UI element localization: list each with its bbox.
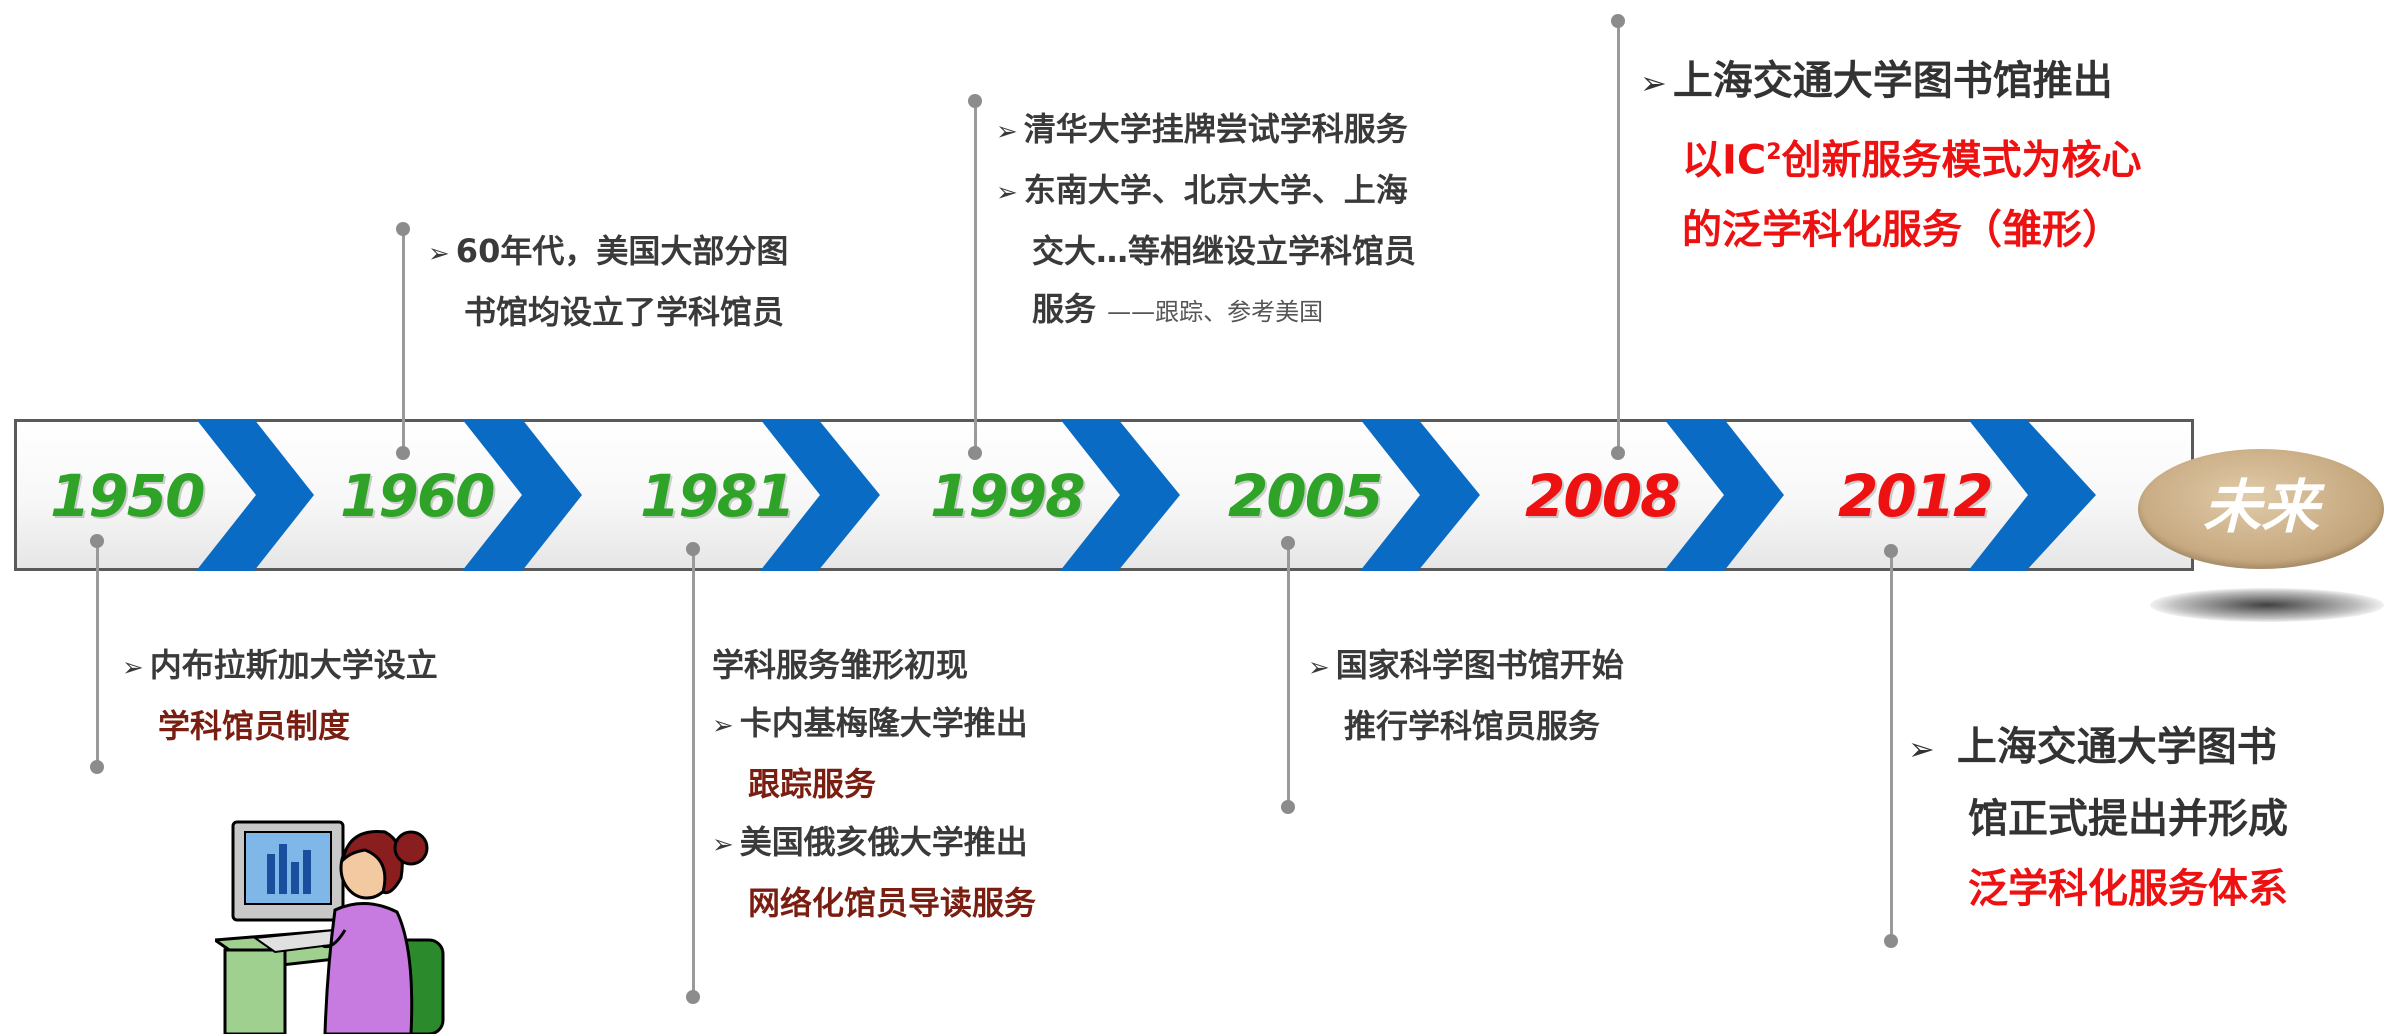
- arrow-bullet-icon: ➢: [122, 653, 144, 683]
- connector-dot-2005-top: [1281, 536, 1295, 550]
- connector-dot-1981-top: [686, 542, 700, 556]
- event-2012-line1: ➢上海交通大学图书: [1908, 724, 2277, 770]
- connector-line-2012: [1890, 550, 1893, 940]
- arrow-bullet-icon: ➢: [712, 830, 734, 860]
- arrow-bullet-icon: ➢: [1308, 653, 1330, 683]
- connector-dot-1960-bottom: [396, 446, 410, 460]
- event-1998-note: ——跟踪、参考美国: [1107, 298, 1324, 326]
- event-2005-line2: 推行学科馆员服务: [1344, 707, 1601, 745]
- arrow-bullet-icon: ➢: [996, 117, 1018, 147]
- event-1981-item2: ➢美国俄亥俄大学推出: [712, 823, 1028, 861]
- connector-dot-1950-top: [90, 534, 104, 548]
- event-1981-item2-line2: 网络化馆员导读服务: [748, 884, 1037, 922]
- arrow-bullet-icon: ➢: [428, 239, 450, 269]
- year-1981: 1981: [640, 462, 795, 530]
- event-1998-item1: ➢清华大学挂牌尝试学科服务: [996, 110, 1408, 148]
- event-2012-line3: 泛学科化服务体系: [1968, 866, 2288, 912]
- arrow-bullet-icon: ➢: [712, 711, 734, 741]
- event-2008-line2: 以IC2创新服务模式为核心: [1682, 137, 2142, 184]
- year-2005: 2005: [1228, 462, 1383, 530]
- chevron-arrow-5: [1360, 419, 1480, 571]
- connector-dot-1998-bottom: [968, 446, 982, 460]
- arrow-bullet-icon: ➢: [1908, 730, 1935, 768]
- arrow-bullet-icon: ➢: [996, 178, 1018, 208]
- event-2005: ➢国家科学图书馆开始 推行学科馆员服务: [1308, 636, 1624, 755]
- connector-dot-2008-top: [1611, 14, 1625, 28]
- year-1998: 1998: [930, 462, 1085, 530]
- chevron-arrow-6: [1664, 419, 1784, 571]
- connector-dot-2012-bottom: [1884, 934, 1898, 948]
- event-1998: ➢清华大学挂牌尝试学科服务 ➢东南大学、北京大学、上海 交大…等相继设立学科馆员…: [996, 100, 1416, 341]
- event-1960-line2: 书馆均设立了学科馆员: [464, 293, 785, 331]
- connector-dot-2008-bottom: [1611, 446, 1625, 460]
- event-2012: ➢上海交通大学图书 馆正式提出并形成 泛学科化服务体系: [1908, 712, 2288, 924]
- event-1981-item1: ➢卡内基梅隆大学推出: [712, 704, 1028, 742]
- connector-dot-1981-bottom: [686, 990, 700, 1004]
- event-2008-line1: ➢上海交通大学图书馆推出: [1640, 58, 2113, 104]
- chevron-arrow-3: [760, 419, 880, 571]
- connector-dot-2012-top: [1884, 544, 1898, 558]
- event-2005-line1: ➢国家科学图书馆开始: [1308, 646, 1624, 684]
- future-oval: 未来: [2138, 449, 2384, 569]
- chevron-arrow-4: [1060, 419, 1180, 571]
- event-2008-line3: 的泛学科化服务（雏形）: [1682, 207, 2122, 254]
- event-1981: 学科服务雏形初现 ➢卡内基梅隆大学推出 跟踪服务 ➢美国俄亥俄大学推出 网络化馆…: [712, 636, 1036, 932]
- event-1998-item2: ➢东南大学、北京大学、上海: [996, 171, 1408, 209]
- year-2008: 2008: [1525, 462, 1680, 530]
- woman-at-computer-icon: [215, 820, 445, 1034]
- chevron-arrow-7: [1968, 419, 2096, 571]
- connector-line-1950: [96, 540, 99, 766]
- event-2012-line2: 馆正式提出并形成: [1968, 796, 2288, 842]
- connector-dot-2005-bottom: [1281, 800, 1295, 814]
- event-1960: ➢60年代，美国大部分图 书馆均设立了学科馆员: [428, 222, 788, 341]
- chevron-arrow-2: [462, 419, 582, 571]
- chevron-arrow-1: [196, 419, 314, 571]
- future-label: 未来: [2202, 473, 2319, 541]
- event-1950: ➢内布拉斯加大学设立 学科馆员制度: [122, 636, 438, 755]
- connector-line-1960: [402, 228, 405, 452]
- future-shadow: [2150, 588, 2384, 622]
- event-1981-intro: 学科服务雏形初现: [712, 646, 969, 684]
- event-1998-item2-line2: 交大…等相继设立学科馆员: [1032, 232, 1417, 270]
- year-2012: 2012: [1838, 462, 1993, 530]
- event-1950-line2: 学科馆员制度: [158, 707, 351, 745]
- year-1950: 1950: [50, 462, 205, 530]
- event-1981-item1-line2: 跟踪服务: [748, 765, 877, 803]
- event-1950-line1: ➢内布拉斯加大学设立: [122, 646, 438, 684]
- year-1960: 1960: [340, 462, 495, 530]
- connector-line-2008: [1617, 20, 1620, 452]
- connector-line-1998: [974, 100, 977, 452]
- arrow-bullet-icon: ➢: [1640, 64, 1667, 102]
- connector-dot-1998-top: [968, 94, 982, 108]
- connector-line-1981: [692, 548, 695, 996]
- connector-line-2005: [1287, 542, 1290, 806]
- event-2008: ➢上海交通大学图书馆推出 以IC2创新服务模式为核心 的泛学科化服务（雏形）: [1640, 46, 2142, 265]
- connector-dot-1960-top: [396, 222, 410, 236]
- event-1960-line1: ➢60年代，美国大部分图: [428, 232, 789, 270]
- connector-dot-1950-bottom: [90, 760, 104, 774]
- event-1998-item2-line3: 服务 ——跟踪、参考美国: [1032, 290, 1324, 328]
